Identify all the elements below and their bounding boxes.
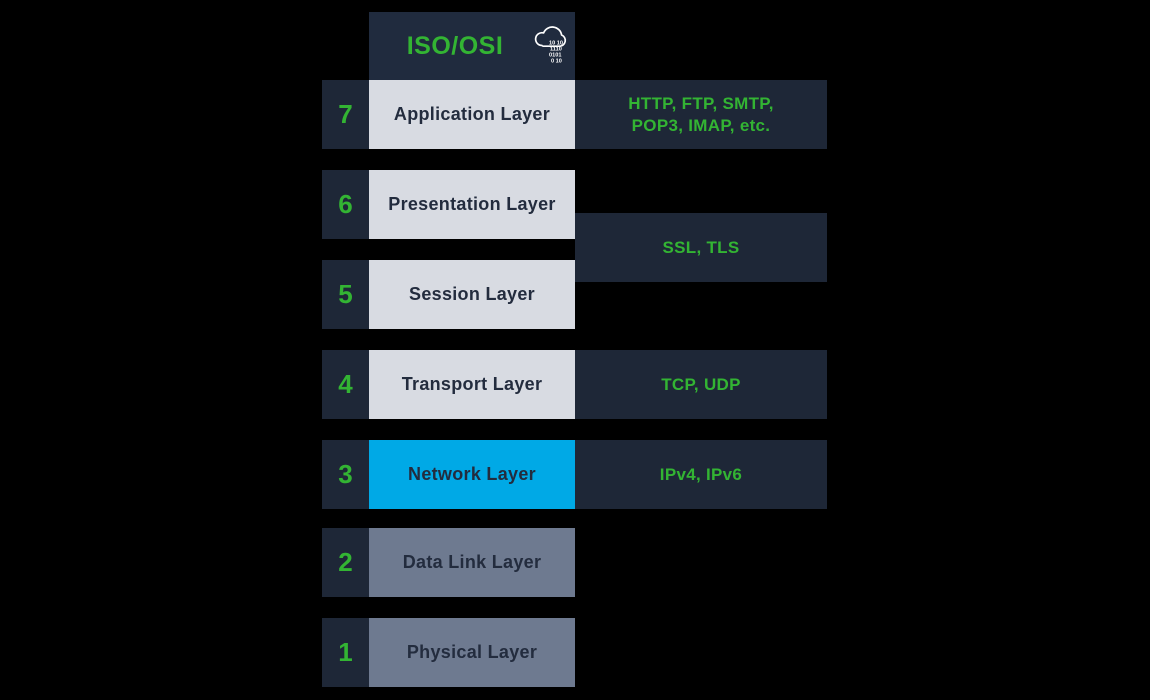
protocol-box-application: HTTP, FTP, SMTP, POP3, IMAP, etc. bbox=[575, 80, 827, 149]
protocol-box-ssl-tls: SSL, TLS bbox=[575, 213, 827, 282]
layer-label-presentation: Presentation Layer bbox=[369, 170, 575, 239]
layer-number-1: 1 bbox=[322, 618, 369, 687]
binary-line: 0 10 bbox=[551, 59, 562, 65]
layer-number-2: 2 bbox=[322, 528, 369, 597]
cloud-binary-icon: 10 10 1110 0101 0 10 bbox=[534, 26, 567, 65]
layer-label-application: Application Layer bbox=[369, 80, 575, 149]
diagram-header: ISO/OSI 10 10 1110 0101 0 10 bbox=[369, 12, 575, 80]
layer-label-physical: Physical Layer bbox=[369, 618, 575, 687]
layer-number-7: 7 bbox=[322, 80, 369, 149]
binary-line: 10 10 bbox=[549, 41, 563, 47]
protocol-line: IPv4, IPv6 bbox=[659, 464, 743, 484]
diagram-title: ISO/OSI bbox=[406, 31, 504, 60]
protocol-line: POP3, IMAP, etc. bbox=[631, 115, 771, 135]
layer-number-3: 3 bbox=[322, 440, 369, 509]
layer-label-network: Network Layer bbox=[369, 440, 575, 509]
protocol-line: SSL, TLS bbox=[662, 237, 740, 257]
protocol-line: TCP, UDP bbox=[661, 374, 741, 394]
layer-number-4: 4 bbox=[322, 350, 369, 419]
layer-number-5: 5 bbox=[322, 260, 369, 329]
binary-line: 1110 bbox=[550, 47, 562, 53]
protocol-box-network: IPv4, IPv6 bbox=[575, 440, 827, 509]
layer-number-6: 6 bbox=[322, 170, 369, 239]
protocol-box-transport: TCP, UDP bbox=[575, 350, 827, 419]
binary-line: 0101 bbox=[549, 53, 561, 59]
layer-label-transport: Transport Layer bbox=[369, 350, 575, 419]
layer-label-session: Session Layer bbox=[369, 260, 575, 329]
protocol-line: HTTP, FTP, SMTP, bbox=[628, 94, 774, 114]
layer-label-data-link: Data Link Layer bbox=[369, 528, 575, 597]
